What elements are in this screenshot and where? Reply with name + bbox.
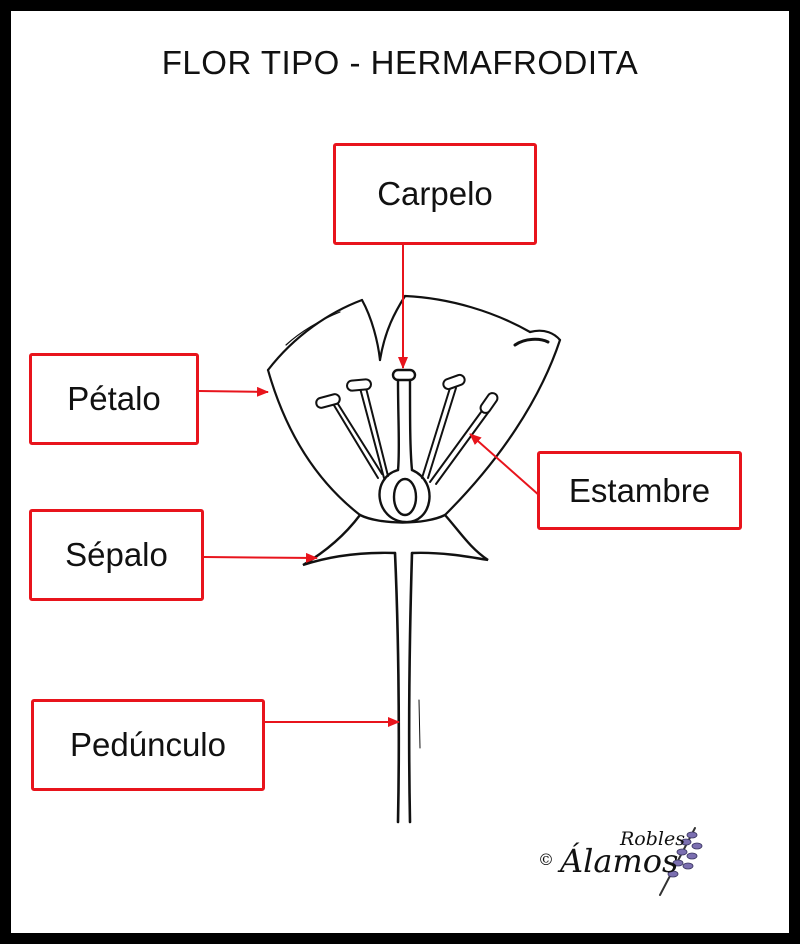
petal-outline bbox=[266, 294, 562, 517]
label-pedunculo: Pedúnculo bbox=[31, 699, 265, 791]
arrow-estambre bbox=[469, 433, 541, 497]
sepal-drawing bbox=[302, 513, 489, 567]
copyright-symbol: © bbox=[538, 850, 554, 869]
label-sepalo: Sépalo bbox=[29, 509, 204, 601]
arrow-petalo bbox=[198, 386, 269, 397]
diagram-title: FLOR TIPO - HERMAFRODITA bbox=[161, 44, 639, 81]
label-arrows bbox=[198, 245, 541, 727]
label-estambre: Estambre bbox=[537, 451, 742, 530]
signature-surname-alamos: Álamos bbox=[560, 842, 679, 880]
label-carpelo: Carpelo bbox=[333, 143, 537, 245]
peduncle-drawing bbox=[393, 551, 421, 824]
lavender-sprig-icon bbox=[659, 827, 703, 896]
stamens-drawing bbox=[315, 373, 499, 485]
carpel-drawing bbox=[378, 368, 431, 524]
label-petalo: Pétalo bbox=[29, 353, 199, 445]
arrow-sepalo bbox=[203, 552, 318, 563]
author-signature: © Álamos Robles bbox=[538, 822, 718, 902]
signature-surname-robles: Robles bbox=[620, 828, 685, 850]
